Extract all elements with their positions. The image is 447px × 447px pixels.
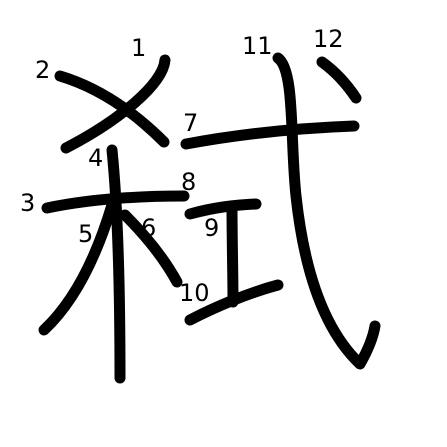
stroke-number-11: 11 <box>242 32 273 60</box>
stroke-1 <box>60 54 171 154</box>
stroke-number-3: 3 <box>20 189 35 217</box>
stroke-4 <box>106 144 126 384</box>
stroke-5 <box>38 199 118 336</box>
character-strokes <box>38 52 381 384</box>
stroke-7 <box>180 120 360 150</box>
stroke-6 <box>119 209 183 288</box>
stroke-number-5: 5 <box>78 220 93 248</box>
stroke-2 <box>54 70 170 148</box>
stroke-number-10: 10 <box>179 279 210 307</box>
stroke-8 <box>184 198 262 220</box>
stroke-12 <box>316 56 362 104</box>
stroke-number-9: 9 <box>204 214 219 242</box>
stroke-number-12: 12 <box>313 25 344 53</box>
stroke-order-numbers: 1 2 3 4 5 6 7 8 9 10 11 12 <box>20 25 344 307</box>
stroke-number-6: 6 <box>141 214 156 242</box>
stroke-9 <box>226 200 239 308</box>
stroke-number-2: 2 <box>35 56 50 84</box>
stroke-number-7: 7 <box>183 109 198 137</box>
stroke-number-8: 8 <box>181 168 196 196</box>
stroke-number-4: 4 <box>88 144 103 172</box>
stroke-11 <box>272 52 381 370</box>
stroke-number-1: 1 <box>131 34 146 62</box>
stroke-10 <box>184 279 284 326</box>
